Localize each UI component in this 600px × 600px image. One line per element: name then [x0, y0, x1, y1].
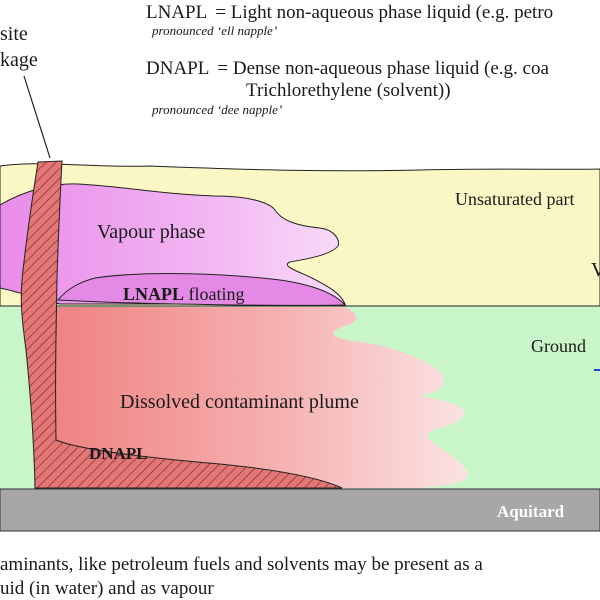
- lnapl-floating-bold: LNAPL: [123, 284, 184, 304]
- legend-lnapl-term: LNAPL: [146, 2, 207, 23]
- lnapl-floating-rest: floating: [184, 284, 245, 304]
- groundwater-label: Ground: [531, 336, 586, 356]
- legend-lnapl-pronunciation: pronounced ‘ell napple’: [151, 23, 277, 38]
- caption-line2: uid (in water) and as vapour: [0, 578, 214, 599]
- caption-line1: aminants, like petroleum fuels and solve…: [0, 554, 483, 575]
- aquitard-layer: [0, 488, 600, 532]
- source-leader-line: [23, 75, 51, 159]
- contaminant-source-column: [20, 160, 343, 489]
- source-label-line2: kage: [0, 49, 38, 71]
- legend-dnapl-definition-2: Trichlorethylene (solvent)): [246, 80, 451, 101]
- legend-dnapl-term: DNAPL: [146, 58, 209, 79]
- vapour-phase-cloud: [0, 183, 346, 305]
- legend-lnapl: LNAPL = Light non-aqueous phase liquid (…: [146, 2, 553, 23]
- vapour-phase-label: Vapour phase: [97, 221, 205, 243]
- dissolved-plume: [39, 307, 469, 488]
- legend-lnapl-definition: = Light non-aqueous phase liquid (e.g. p…: [215, 2, 553, 23]
- aquitard-label: Aquitard: [497, 502, 565, 521]
- dnapl-label: DNAPL: [89, 444, 148, 463]
- unsaturated-zone-label: Unsaturated part: [455, 189, 574, 209]
- source-label-line1: site: [0, 23, 28, 45]
- lnapl-lens: [56, 273, 347, 306]
- legend-dnapl-definition: = Dense non-aqueous phase liquid (e.g. c…: [217, 58, 549, 79]
- legend-dnapl-pronunciation: pronounced ‘dee napple’: [151, 102, 282, 117]
- unsaturated-zone-label-right: V: [591, 259, 600, 281]
- lnapl-floating-label: LNAPL floating: [123, 284, 245, 304]
- legend-dnapl: DNAPL = Dense non-aqueous phase liquid (…: [146, 58, 549, 79]
- dissolved-plume-label: Dissolved contaminant plume: [120, 391, 359, 413]
